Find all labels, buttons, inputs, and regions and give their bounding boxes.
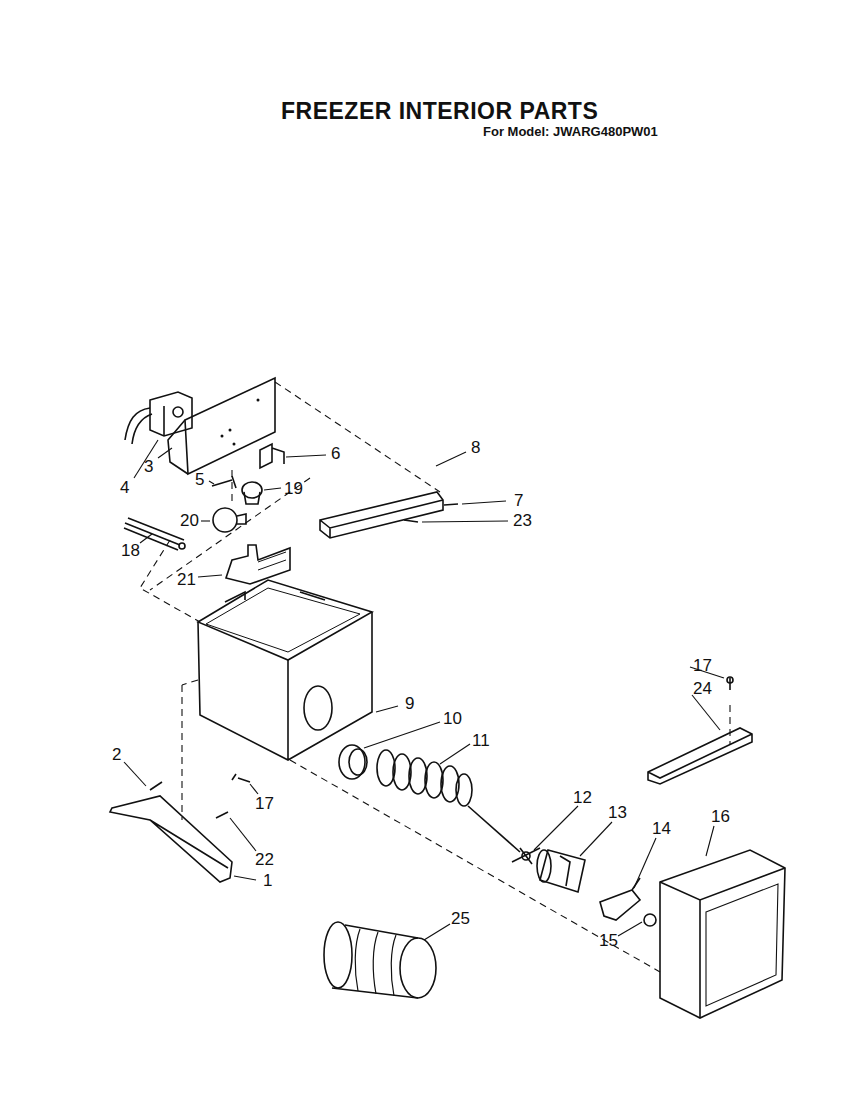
callout-number: 10 <box>443 710 462 729</box>
callout-number: 23 <box>513 512 532 531</box>
callout-number: 21 <box>177 571 196 590</box>
callout-number: 20 <box>180 512 199 531</box>
callout-number: 17 <box>255 795 274 814</box>
model-line: For Model: JWARG480PW01 <box>483 125 658 139</box>
callout-number: 5 <box>195 471 204 490</box>
callout-number: 15 <box>599 932 618 951</box>
callout-number: 22 <box>255 851 274 870</box>
callout-number: 12 <box>573 789 592 808</box>
callout-number: 8 <box>471 439 480 458</box>
callout-number: 11 <box>472 732 490 751</box>
callout-number: 7 <box>514 492 523 511</box>
callout-number: 17 <box>693 657 712 676</box>
callout-number: 18 <box>121 542 140 561</box>
callout-number: 14 <box>652 820 671 839</box>
callout-number: 19 <box>284 480 303 499</box>
callout-number: 6 <box>331 445 340 464</box>
diagram-title: FREEZER INTERIOR PARTS <box>281 99 598 124</box>
callout-number: 13 <box>608 804 627 823</box>
callout-number: 4 <box>120 479 129 498</box>
callout-number: 3 <box>144 458 153 477</box>
callout-number: 2 <box>112 746 121 765</box>
callout-number: 16 <box>711 808 730 827</box>
callout-number: 25 <box>451 910 470 929</box>
callout-number: 9 <box>405 695 414 714</box>
callout-number: 1 <box>263 872 272 891</box>
callout-number: 24 <box>693 680 712 699</box>
